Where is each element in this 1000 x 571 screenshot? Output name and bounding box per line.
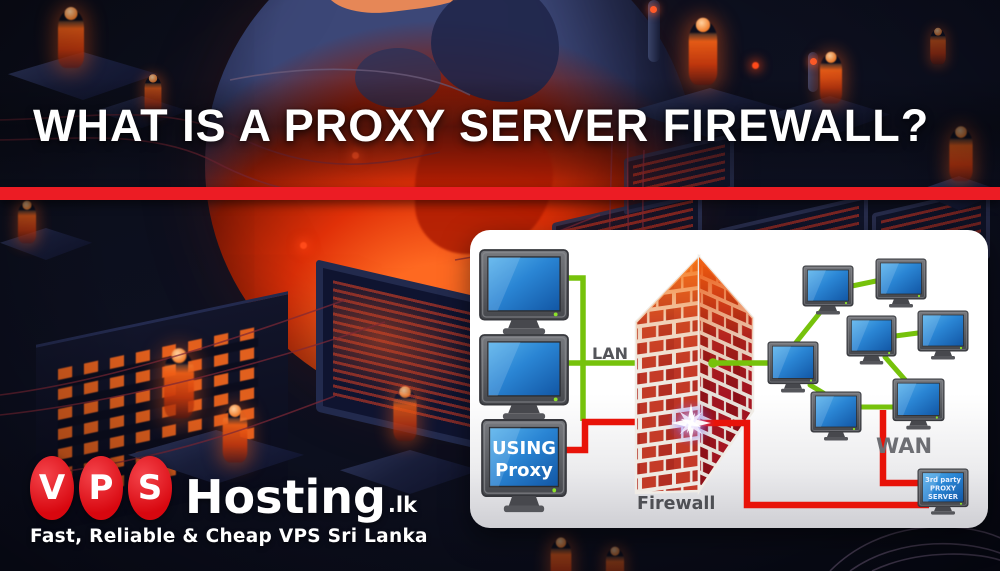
glow-dot (300, 242, 307, 249)
proxy-server-line2: PROXY (930, 485, 956, 493)
wan-computer (846, 315, 897, 365)
logo-tagline: Fast, Reliable & Cheap VPS Sri Lanka (30, 526, 428, 547)
banner-title: WHAT IS A PROXY SERVER FIREWALL? (33, 100, 930, 151)
glowing-figure (688, 21, 718, 85)
firewall-wall-icon (634, 253, 755, 496)
lan-computer-2 (479, 334, 569, 421)
platform (0, 228, 92, 260)
wan-computer (802, 265, 854, 315)
accent-stripe (0, 187, 1000, 200)
glowing-figure (222, 407, 248, 463)
logo-badge-p: P (79, 456, 123, 520)
glow-dot (752, 62, 759, 69)
blocked-spark-icon (667, 399, 715, 447)
logo-badge-s: S (128, 456, 172, 520)
wan-computer (810, 391, 862, 441)
logo: V P S Hosting .lk Fast, Reliable & Cheap… (30, 456, 428, 547)
glowing-figure (605, 548, 625, 571)
glowing-figure (930, 29, 946, 65)
firewall-label: Firewall (637, 494, 715, 514)
lan-computer-1 (479, 249, 569, 336)
logo-badge-v: V (30, 456, 74, 520)
glowing-figure (58, 10, 84, 68)
diagram-panel: USING Proxy 3rd party PROXY SERVER LAN W… (470, 230, 988, 528)
wan-computer (917, 310, 969, 360)
lan-label: LAN (592, 344, 628, 363)
glowing-figure (164, 351, 194, 419)
logo-name: Hosting (185, 470, 386, 525)
client-screen-line2: Proxy (495, 460, 553, 481)
logo-tld: .lk (387, 493, 418, 517)
glowing-figure (17, 202, 37, 244)
pillar (648, 0, 660, 62)
glowing-figure (550, 539, 572, 571)
wan-computer (875, 258, 927, 308)
wan-label: WAN (876, 434, 932, 458)
proxy-server-line3: SERVER (928, 493, 959, 501)
network-diagram: USING Proxy 3rd party PROXY SERVER LAN W… (479, 249, 969, 516)
proxy-server-line1: 3rd party (925, 476, 961, 484)
wan-computer (892, 378, 945, 430)
glowing-figure (393, 388, 417, 442)
client-screen-line1: USING (492, 438, 556, 459)
